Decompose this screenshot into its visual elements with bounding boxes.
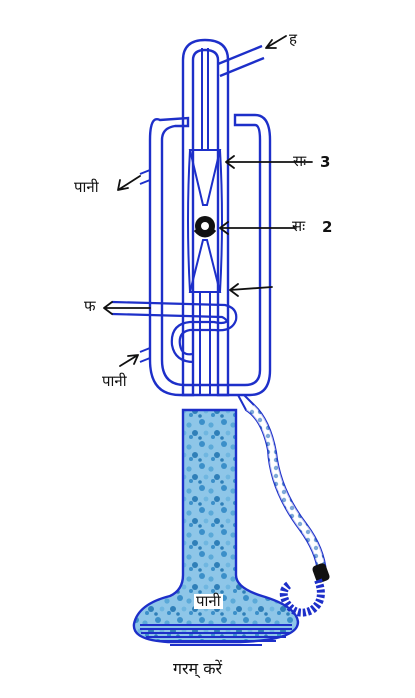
label-flask-water: पानी <box>194 592 223 610</box>
label-f: फ <box>84 297 96 315</box>
return-tube-joint <box>312 563 330 583</box>
label-top-outlet: ह <box>289 30 297 48</box>
label-s2-prefix: सः <box>292 217 306 235</box>
arrow-jacket <box>229 283 273 297</box>
arrow-f <box>103 301 151 315</box>
arrow-water-bottom <box>119 354 139 367</box>
hourglass-lower <box>188 239 222 293</box>
top-side-arm <box>217 44 265 78</box>
heat-base <box>140 624 292 646</box>
label-s3-prefix: सः <box>293 152 307 170</box>
hourglass-upper <box>188 149 222 206</box>
label-s2-number: 2 <box>322 218 333 236</box>
label-water-top: पानी <box>74 178 99 196</box>
inner-tube <box>181 38 230 397</box>
f-side-tube <box>111 300 238 364</box>
arrow-top-outlet <box>265 35 287 49</box>
condenser-jacket <box>148 113 272 397</box>
valve-s2 <box>193 216 217 238</box>
arrow-water-top <box>117 175 141 191</box>
label-water-bottom: पानी <box>102 372 127 390</box>
label-s3-number: 3 <box>320 153 331 171</box>
label-heat: गरम् करें <box>173 659 223 678</box>
arrow-s2 <box>219 221 297 235</box>
arrow-s3 <box>225 155 313 169</box>
